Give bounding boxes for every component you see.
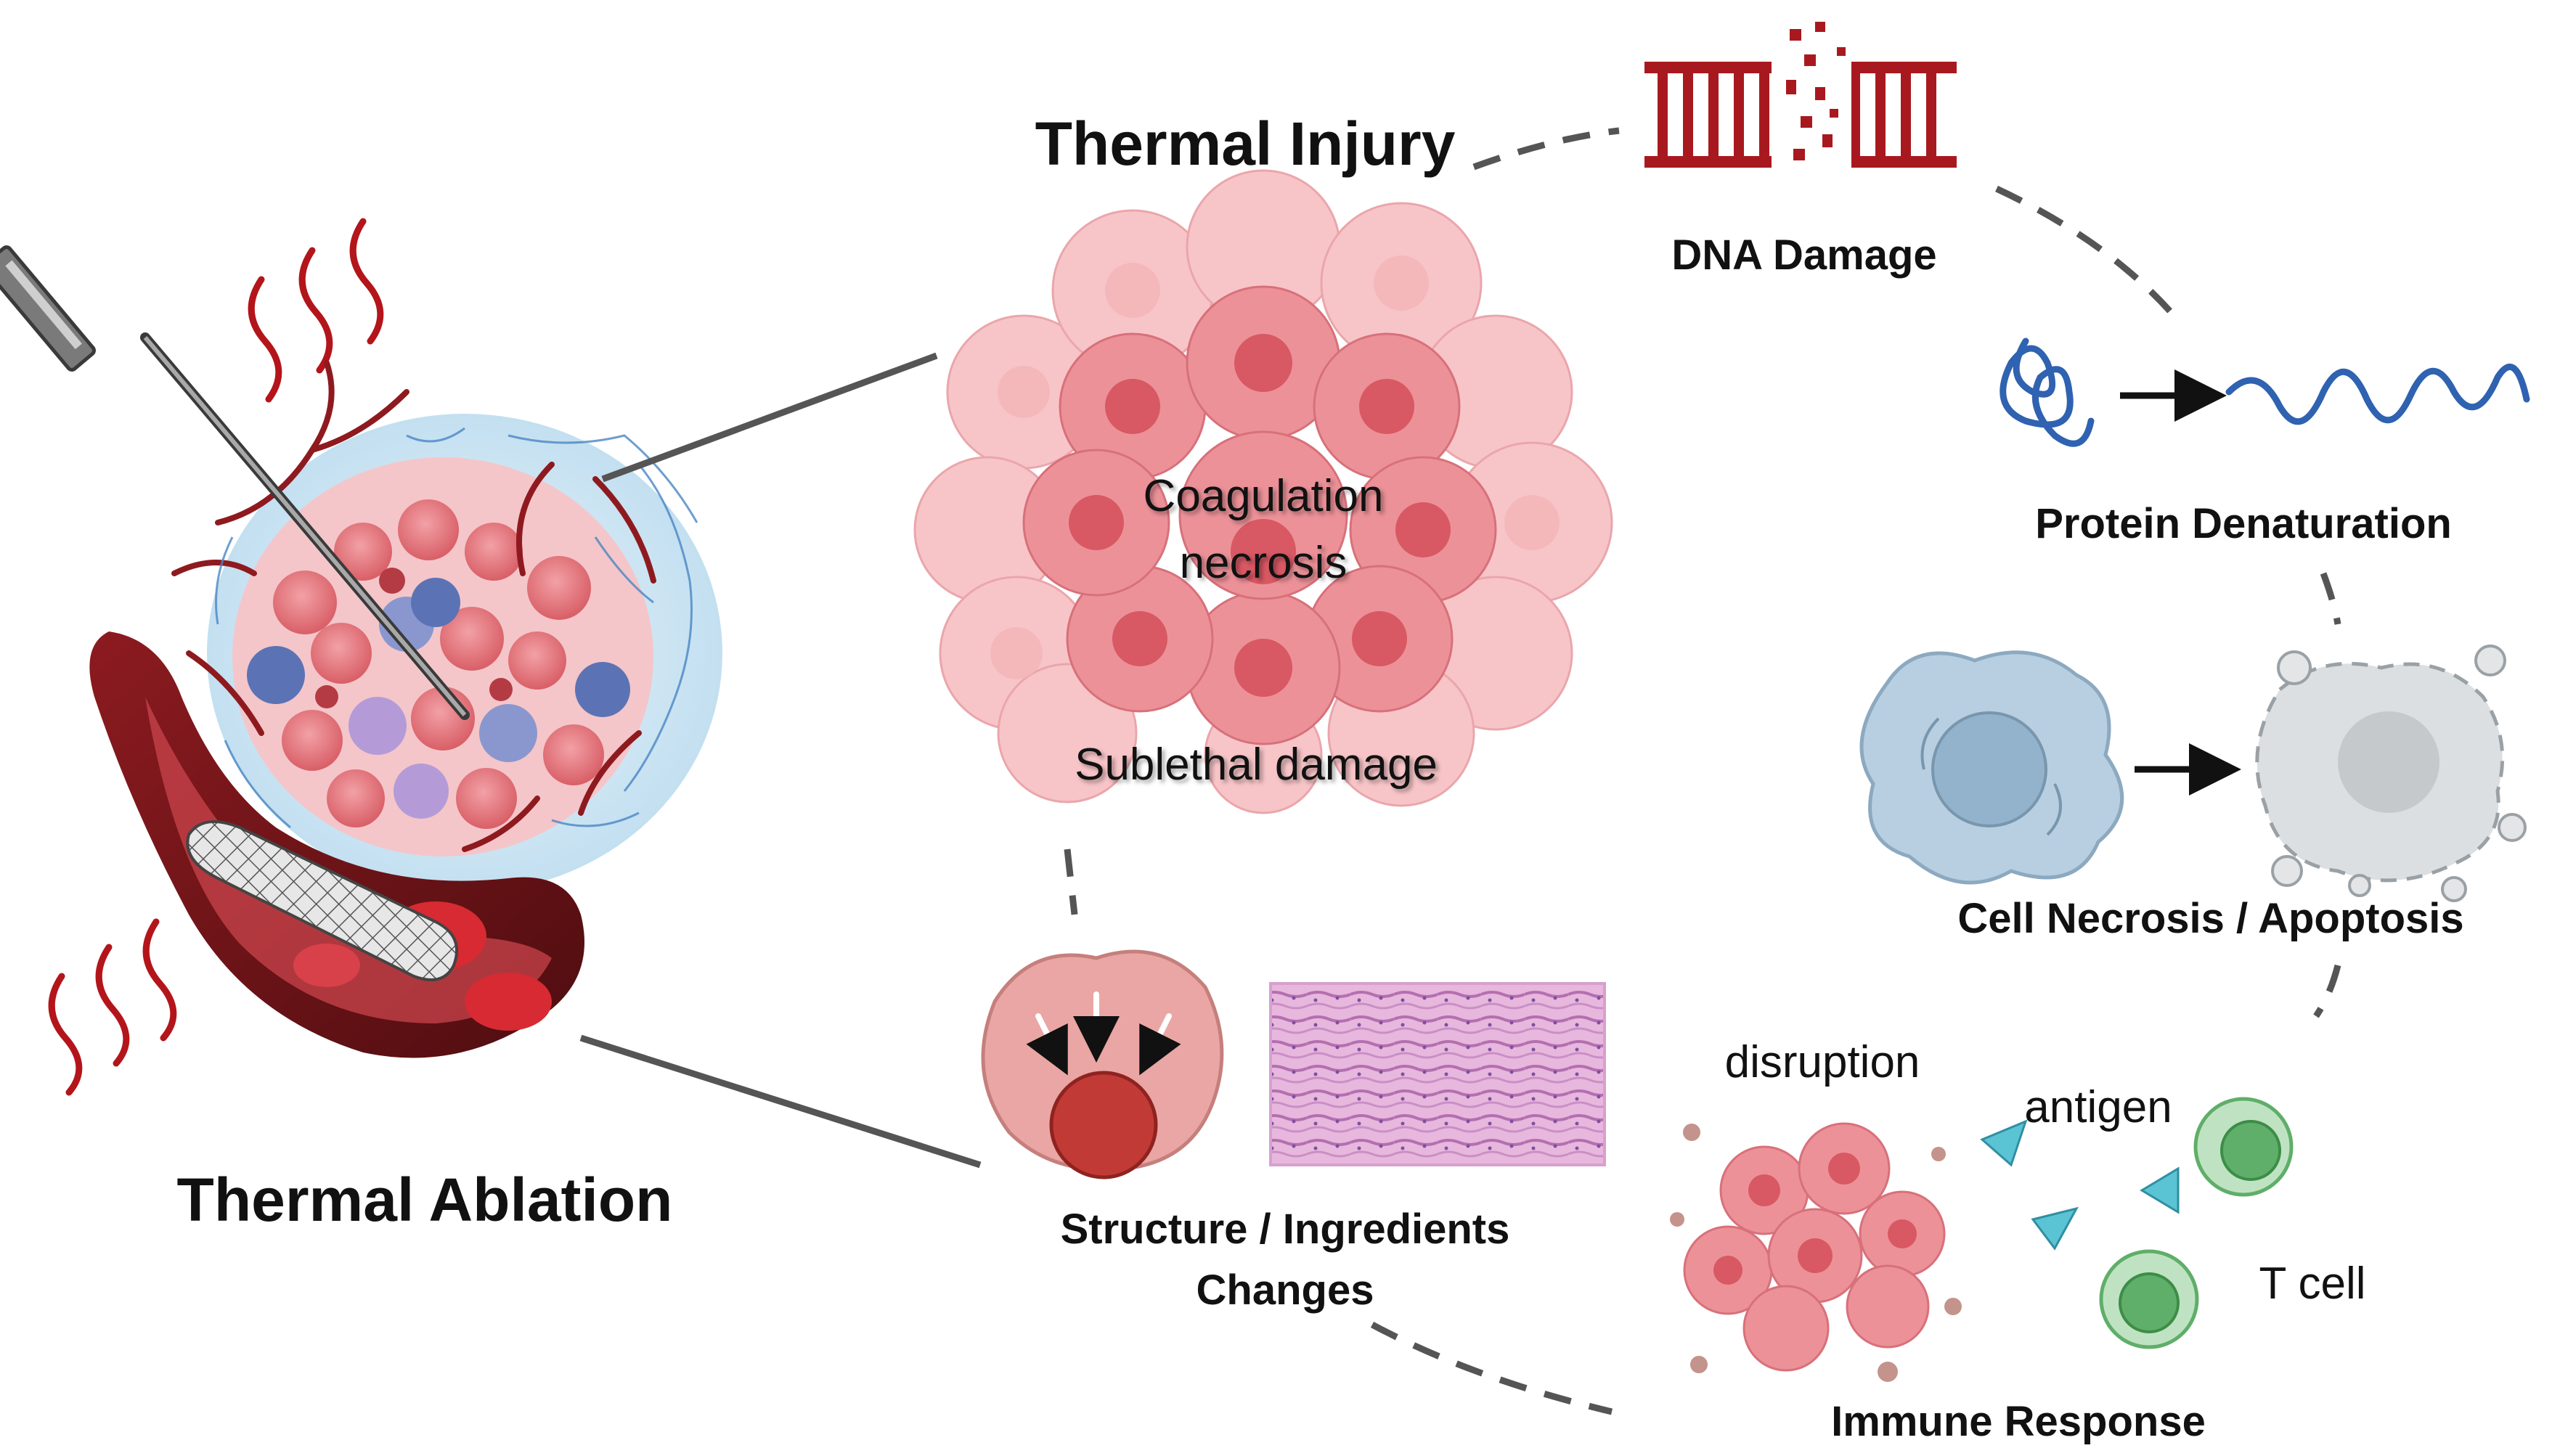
connector-line bbox=[579, 1034, 982, 1169]
structure-changes-label-line2: Changes bbox=[1196, 1267, 1374, 1314]
antigen-label: antigen bbox=[2024, 1082, 2172, 1132]
antigen-icon bbox=[1980, 1119, 2180, 1251]
disruption-label: disruption bbox=[1724, 1037, 1920, 1087]
needle-probe-icon bbox=[0, 245, 470, 720]
tumor-icon bbox=[171, 360, 722, 893]
sublethal-damage-label: Sublethal damage bbox=[1075, 740, 1438, 790]
disrupted-tumor-icon bbox=[1670, 1122, 1962, 1382]
immune-response-label: Immune Response bbox=[1831, 1398, 2206, 1445]
protein-icon bbox=[2000, 338, 2095, 447]
thermal-injury-label: Thermal Injury bbox=[1035, 110, 1456, 178]
dashed-connector bbox=[1064, 127, 2341, 1415]
structure-changes-label: Structure / Ingredients bbox=[1060, 1206, 1510, 1253]
tissue-section-icon bbox=[1269, 982, 1606, 1166]
necrosis-label: necrosis bbox=[1179, 538, 1348, 588]
apoptotic-cell-icon bbox=[2255, 645, 2527, 902]
stent-icon bbox=[186, 820, 458, 981]
t-cell-icon bbox=[2099, 1097, 2294, 1349]
cell-necrosis-apoptosis-label: Cell Necrosis / Apoptosis bbox=[1957, 895, 2464, 942]
heat-wave-icon bbox=[248, 218, 384, 403]
t-cell-label: T cell bbox=[2259, 1259, 2366, 1309]
connector-line bbox=[601, 352, 938, 483]
coagulation-label: Coagulation bbox=[1143, 471, 1384, 521]
coagulation-necrosis-cluster-icon bbox=[913, 169, 1613, 814]
dna-damage-label: DNA Damage bbox=[1671, 232, 1937, 279]
thermal-ablation-label: Thermal Ablation bbox=[176, 1166, 673, 1234]
dna-damage-icon bbox=[1644, 22, 1957, 174]
protein-denaturation-label: Protein Denaturation bbox=[2035, 500, 2452, 547]
heat-wave-icon bbox=[48, 918, 177, 1096]
protein-icon bbox=[2225, 364, 2530, 425]
cell-icon bbox=[1859, 650, 2124, 885]
shrinking-tumor-icon bbox=[981, 949, 1224, 1179]
